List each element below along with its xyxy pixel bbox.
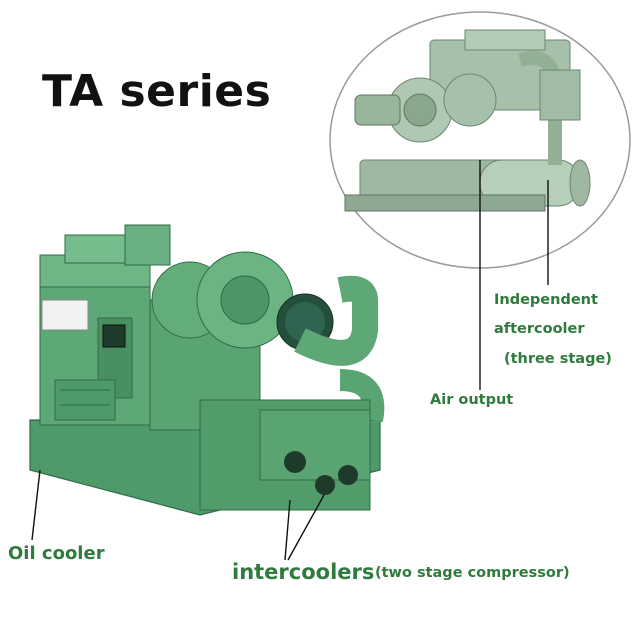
leader-intercooler-2 <box>287 494 325 561</box>
label-oil-cooler: Oil cooler <box>8 543 105 564</box>
leader-lines <box>31 160 549 561</box>
leader-oil-cooler <box>31 469 41 541</box>
label-intercoolers: intercoolers <box>232 560 375 584</box>
label-independent: Independent <box>494 292 598 308</box>
leader-intercooler-1 <box>284 499 291 561</box>
label-aftercooler: aftercooler <box>494 321 585 337</box>
label-intercoolers-note: (two stage compressor) <box>375 565 570 581</box>
main-compressor <box>29 224 385 516</box>
label-air-output: Air output <box>430 392 514 408</box>
inset-view <box>329 11 631 269</box>
diagram-title: TA series <box>42 66 272 117</box>
label-three-stage: (three stage) <box>504 351 612 367</box>
